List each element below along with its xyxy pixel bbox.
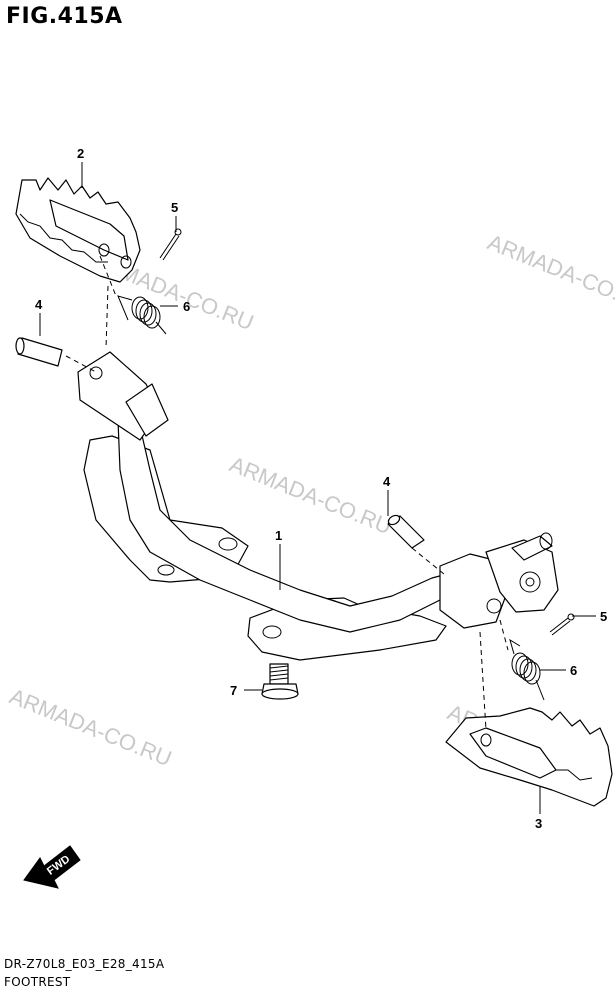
callout-number: 7	[230, 683, 237, 698]
assembly-line	[411, 547, 445, 575]
callout-number: 2	[77, 146, 84, 161]
callout-number: 6	[570, 663, 577, 678]
callout-number: 3	[535, 816, 542, 831]
callout-number: 1	[275, 528, 282, 543]
figure-title: FIG.415A	[6, 4, 123, 29]
footpeg-left	[15, 177, 141, 283]
watermark: ARMADA-CO.RU	[6, 683, 175, 771]
callout-number: 4	[383, 474, 391, 489]
cotter-pin-right	[549, 613, 575, 636]
assembly-line	[99, 255, 117, 297]
watermark: ARMADA-CO.RU	[226, 451, 395, 539]
spring-right	[509, 638, 545, 701]
callout-number: 6	[183, 299, 190, 314]
spring-left	[117, 295, 167, 335]
figure-name: FOOTREST	[4, 975, 71, 989]
callout-number: 5	[600, 609, 607, 624]
cotter-pin-left	[159, 228, 182, 261]
pin-right	[387, 514, 425, 549]
assembly-line	[65, 355, 97, 373]
figure-code: DR-Z70L8_E03_E28_415A	[4, 957, 165, 971]
footrest-bracket	[77, 351, 559, 661]
pin-left	[15, 337, 63, 367]
assembly-line	[105, 285, 109, 349]
footpeg-right	[445, 707, 613, 807]
bolt	[261, 663, 299, 700]
callout-number: 4	[35, 297, 43, 312]
assembly-line	[479, 631, 487, 731]
assembly-line	[499, 619, 509, 651]
fwd-arrow-icon: FWD	[23, 845, 81, 889]
watermark: ARMADA-CO.RU	[484, 229, 616, 317]
callout-number: 5	[171, 200, 178, 215]
